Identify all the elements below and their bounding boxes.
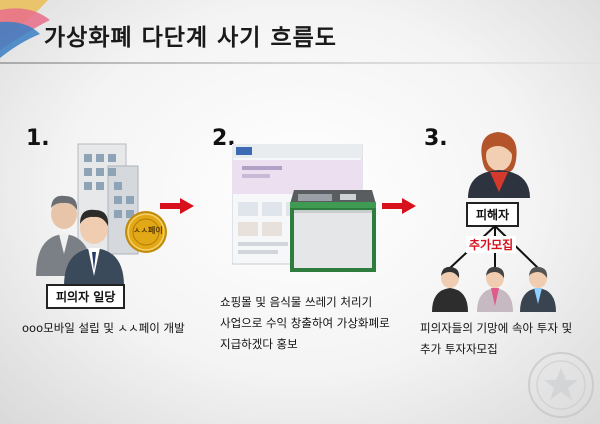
- step-2-caption: 쇼핑몰 및 음식물 쓰레기 처리기 사업으로 수익 창출하여 가상화폐로 지급하…: [220, 292, 390, 355]
- recruit-label: 추가모집: [466, 236, 517, 253]
- step-1-caption-line: ooo모바일 설립 및 ㅅㅅ페이 개발: [22, 321, 185, 335]
- coin-icon: [125, 211, 167, 253]
- victim-label: 피해자: [466, 202, 520, 227]
- investor-icon: [477, 266, 513, 312]
- step-1-number: 1.: [26, 126, 50, 151]
- step-1-caption: ooo모바일 설립 및 ㅅㅅ페이 개발: [22, 318, 185, 339]
- police-seal-watermark-icon: [528, 352, 594, 418]
- step-2-number: 2.: [212, 126, 236, 151]
- food-waste-disposer-icon: [290, 190, 376, 272]
- step-2-caption-line: 쇼핑몰 및 음식물 쓰레기 처리기: [220, 295, 373, 309]
- step-3-caption-line: 피의자들의 기망에 속아 투자 및: [420, 321, 573, 335]
- title-divider: [0, 62, 600, 64]
- step-2-caption-line: 지급하겠다 홍보: [220, 337, 298, 351]
- flow-arrow-1-icon: [160, 198, 194, 214]
- investor-icon: [432, 266, 468, 312]
- step-3-number: 3.: [424, 126, 448, 151]
- page-title: 가상화폐 다단계 사기 흐름도: [44, 25, 337, 51]
- step-2-caption-line: 사업으로 수익 창출하여 가상화폐로: [220, 316, 390, 330]
- suspects-group-illustration: [36, 143, 167, 286]
- victim-icon: [468, 132, 530, 198]
- investor-icon: [520, 266, 556, 312]
- recruited-investors-icons: [432, 266, 556, 312]
- shopping-mall-and-disposer-illustration: [232, 144, 376, 272]
- suspects-label: 피의자 일당: [46, 284, 126, 309]
- coin-label: ㅅㅅ페이: [133, 226, 163, 235]
- corner-decoration: [0, 0, 50, 58]
- flow-arrow-2-icon: [382, 198, 416, 214]
- step-3-caption: 피의자들의 기망에 속아 투자 및 추가 투자자모집: [420, 318, 572, 360]
- suspect-front-icon: [64, 209, 124, 286]
- step-3-caption-line: 추가 투자자모집: [420, 342, 498, 356]
